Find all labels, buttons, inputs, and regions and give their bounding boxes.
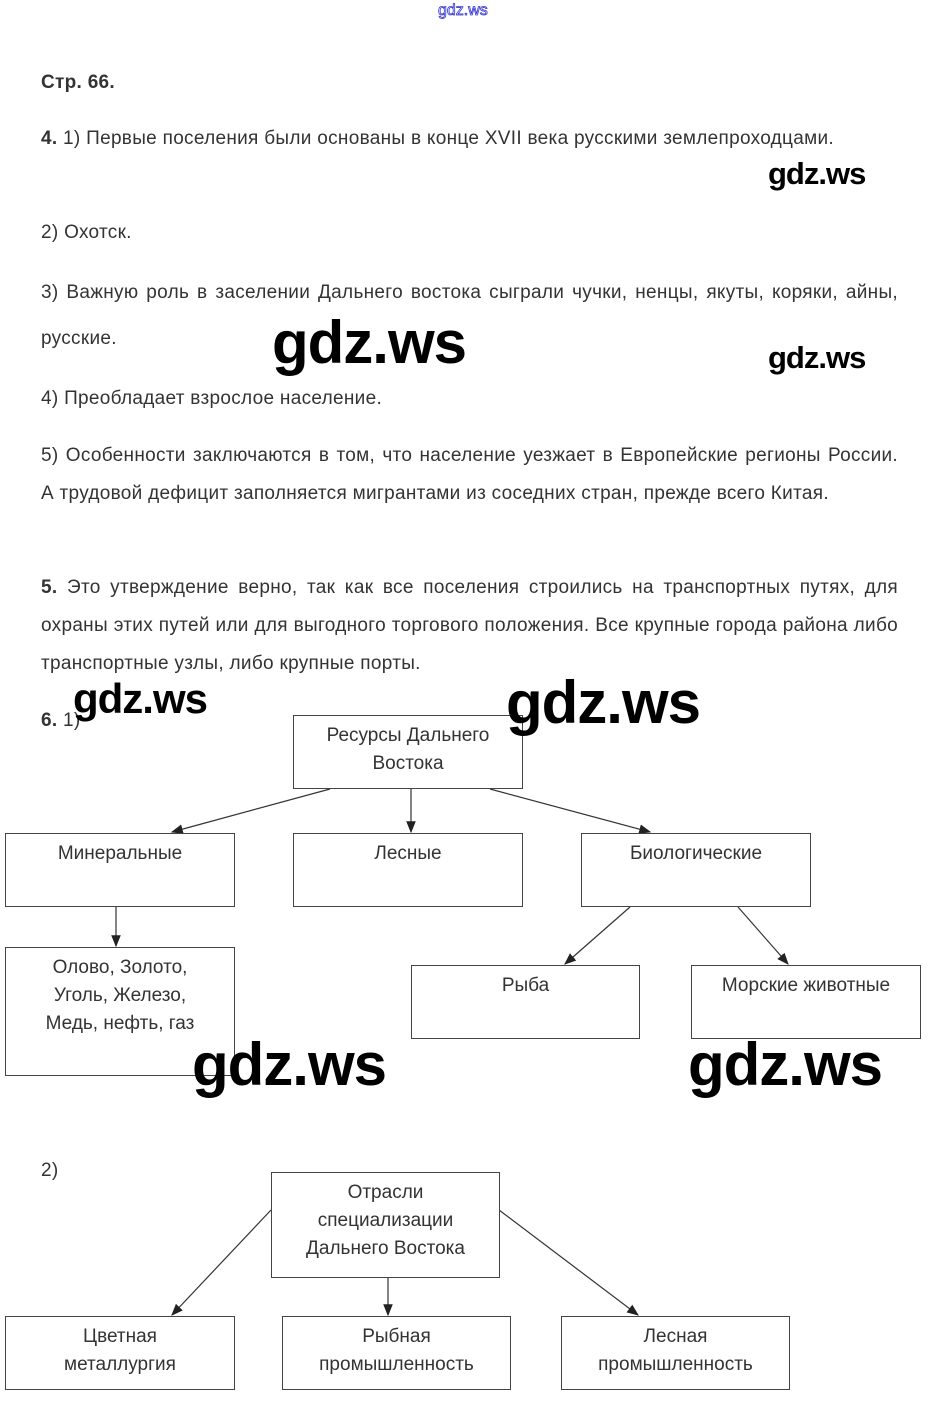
watermark: gdz.ws [768,156,866,191]
arrow [170,788,331,834]
watermark: gdz.ws [192,1031,387,1098]
arrow [171,1209,272,1316]
watermark: gdz.ws [688,1031,883,1098]
q4-item-1-text: 1) Первые поселения были основаны в конц… [63,128,834,149]
watermark: gdz.ws [272,309,467,376]
q6-part2-label: 2) [41,1160,59,1181]
watermark: gdz.ws [73,675,208,722]
arrow [737,906,789,965]
forest-box: Лесные [293,833,523,907]
fishing-industry-box: Рыбная промышленность [282,1316,511,1390]
sea-animals-box: Морские животные [691,965,921,1039]
bio-box: Биологические [581,833,811,907]
q6-part1-label: 1) [63,710,81,731]
q4-item-2: 2) Охотск. [41,222,132,243]
diagram1-root-box: Ресурсы Дальнего Востока [293,715,523,789]
diagram2-root-box: Отрасли специализации Дальнего Востока [271,1172,500,1278]
watermark: gdz.ws [506,669,701,736]
q6-label: 6. 1) [41,702,141,740]
header-watermark: gdz.ws [438,2,489,20]
q4-item-5: 5) Особенности заключаются в том, что на… [41,445,898,504]
q4-item-1: 4. 1) Первые поселения были основаны в к… [41,120,898,158]
mineral-box: Минеральные [5,833,235,907]
fish-box: Рыба [411,965,640,1039]
watermark: gdz.ws [768,340,866,375]
q4-number: 4. [41,128,58,149]
q5-number: 5. [41,577,58,598]
nonferrous-box: Цветная металлургия [5,1316,235,1390]
mineral-list-box: Олово, Золото, Уголь, Железо, Медь, нефт… [5,947,235,1076]
arrow [564,906,631,965]
q4-item-3: 3) Важную роль в заселении Дальнего вост… [41,282,898,349]
arrow [498,1209,639,1316]
q6-number: 6. [41,710,58,731]
q5-text: Это утверждение верно, так как все посел… [41,577,898,674]
q5-answer: 5. Это утверждение верно, так как все по… [41,569,898,683]
q4-item-4: 4) Преобладает взрослое население. [41,388,383,409]
arrow [489,788,652,834]
forest-industry-box: Лесная промышленность [561,1316,790,1390]
page-reference: Стр. 66. [41,72,116,93]
